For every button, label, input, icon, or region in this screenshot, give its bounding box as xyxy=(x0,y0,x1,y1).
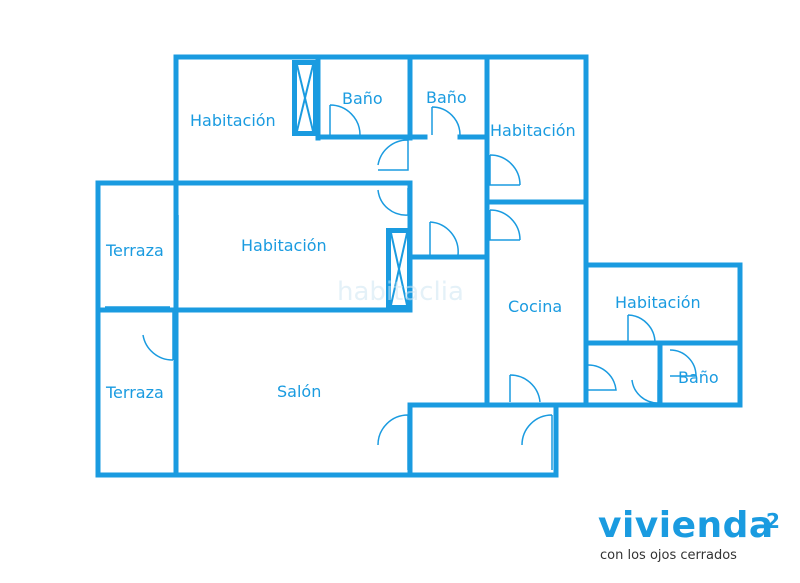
label-habitacion-top-right: Habitación xyxy=(490,121,576,140)
brand-name: vivienda xyxy=(598,505,774,546)
label-bano-top-1: Baño xyxy=(342,89,383,108)
door-bano-2 xyxy=(431,106,461,136)
door-bano-1 xyxy=(329,104,361,136)
label-habitacion-top-left: Habitación xyxy=(190,111,276,130)
door-cocina-right xyxy=(587,364,617,391)
door-bano-right-lower xyxy=(631,379,659,404)
label-bano-top-2: Baño xyxy=(426,88,467,107)
wall-bottom-outline xyxy=(95,262,743,478)
door-salon-lower xyxy=(377,414,409,470)
closet-middle xyxy=(386,228,412,310)
closet-top xyxy=(292,60,318,136)
door-hab-right xyxy=(627,314,656,344)
brand-logo: vivienda 2 con los ojos cerrados xyxy=(598,506,798,576)
walls xyxy=(95,54,743,478)
label-cocina: Cocina xyxy=(508,297,562,316)
door-hab-middle-top xyxy=(377,188,409,216)
door-hab-top-right xyxy=(489,154,521,186)
door-corridor xyxy=(429,221,459,256)
door-terraza xyxy=(142,312,174,361)
label-terraza-upper: Terraza xyxy=(105,241,164,260)
door-lower-room xyxy=(521,414,553,470)
label-terraza-lower: Terraza xyxy=(105,383,164,402)
label-salon: Salón xyxy=(277,382,321,401)
label-habitacion-right: Habitación xyxy=(615,293,701,312)
door-cocina xyxy=(489,209,521,241)
wall-top-block xyxy=(173,54,589,268)
brand-tagline: con los ojos cerrados xyxy=(600,548,737,563)
doors xyxy=(105,104,697,470)
brand-superscript: 2 xyxy=(766,509,780,533)
door-cocina-bottom xyxy=(509,374,541,403)
watermark: habitaclia xyxy=(337,277,464,307)
door-bano-right xyxy=(669,349,697,377)
label-bano-right: Baño xyxy=(678,368,719,387)
door-hab-top-left xyxy=(377,139,409,171)
label-habitacion-middle: Habitación xyxy=(241,236,327,255)
